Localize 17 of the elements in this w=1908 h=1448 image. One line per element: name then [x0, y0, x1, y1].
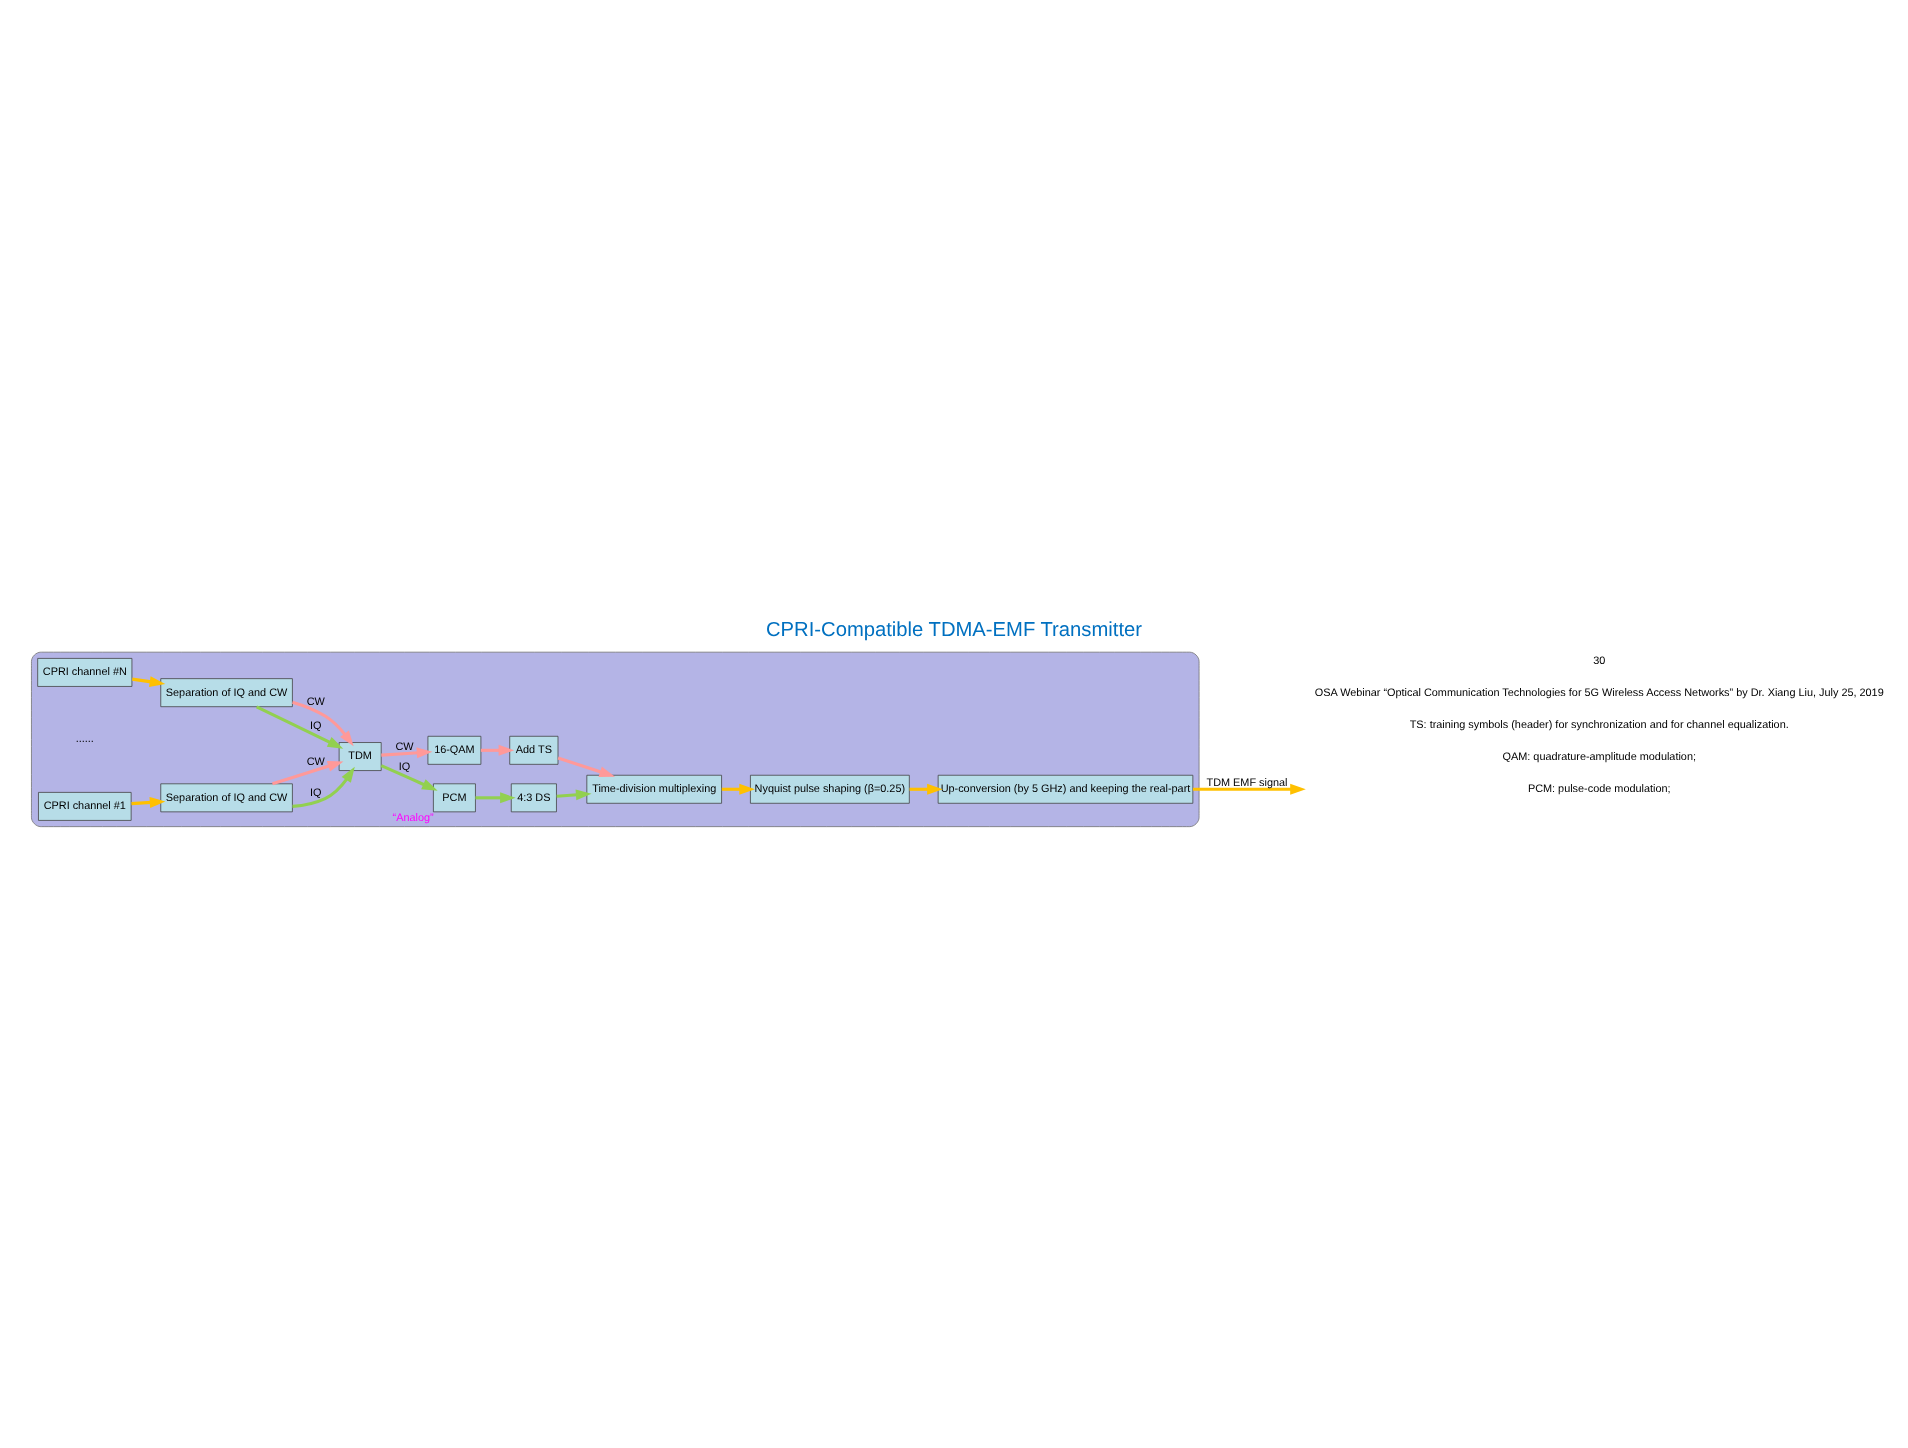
arrow: [556, 788, 592, 800]
arrow: [255, 704, 344, 748]
arrow: [480, 743, 515, 755]
arrow: [475, 791, 516, 803]
arrow: [1193, 782, 1306, 794]
diagram-title: CPRI-Compatible TDMA-EMF Transmitter: [766, 619, 1142, 642]
arrow: [292, 765, 355, 807]
arrow: [131, 796, 166, 807]
arrow: [271, 760, 344, 785]
cluster: [31, 650, 1200, 827]
arrow: [132, 675, 166, 687]
arrow: [721, 782, 755, 794]
arrow: [381, 746, 433, 758]
arrow: [380, 763, 438, 790]
arrow: [557, 755, 616, 776]
arrow: [292, 699, 354, 746]
arrow: [909, 782, 943, 794]
